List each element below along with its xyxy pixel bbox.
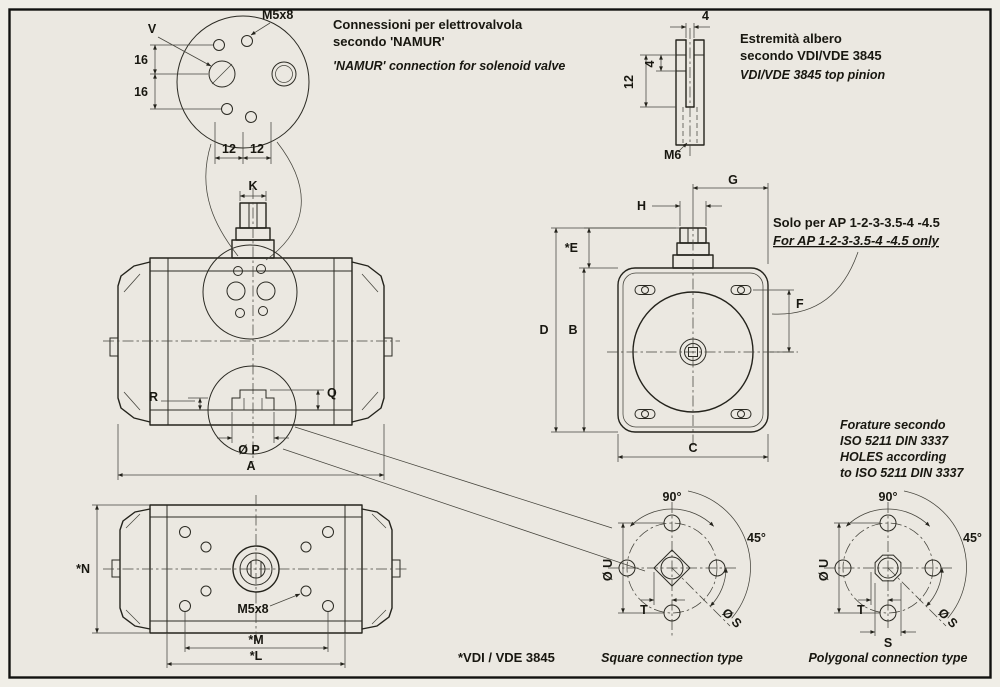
drawing-border bbox=[8, 8, 992, 679]
iso-holes-note: Forature secondo ISO 5211 DIN 3337 HOLES… bbox=[840, 418, 964, 480]
actuator-side-view: K R bbox=[103, 179, 400, 480]
actuator-top-view: M5x8 *N *M *L bbox=[76, 495, 408, 668]
side-view-body bbox=[149, 257, 353, 426]
ap-note-en: For AP 1-2-3-3.5-4 -4.5 only bbox=[773, 233, 940, 248]
namur-connection-note: Connessioni per elettrovalvola secondo '… bbox=[333, 17, 565, 73]
namur-title-en: 'NAMUR' connection for solenoid valve bbox=[333, 59, 565, 73]
namur-connection-detail: V M5x8 16 16 12 12 bbox=[134, 8, 310, 164]
dim-label-t-poly: T bbox=[857, 603, 865, 617]
angle-label-45-poly: 45° bbox=[963, 531, 982, 545]
dim-label-q: Q bbox=[327, 386, 337, 400]
dim-label-4-side: 4 bbox=[643, 60, 657, 67]
dim-label-r: R bbox=[149, 390, 158, 404]
holes-note-3: HOLES according bbox=[840, 450, 947, 464]
namur-title-it-1: Connessioni per elettrovalvola bbox=[333, 17, 523, 32]
namur-title-it-2: secondo 'NAMUR' bbox=[333, 34, 445, 49]
shaft-title-en: VDI/VDE 3845 top pinion bbox=[740, 68, 886, 82]
dim-label-f: F bbox=[796, 297, 804, 311]
polygonal-connection-caption: Polygonal connection type bbox=[808, 651, 967, 665]
dim-label-12-shaft: 12 bbox=[622, 75, 636, 89]
angle-label-45-square: 45° bbox=[747, 531, 766, 545]
dim-label-g: G bbox=[728, 173, 738, 187]
angle-label-90-square: 90° bbox=[663, 490, 682, 504]
dim-label-k: K bbox=[248, 179, 257, 193]
dim-label-p: Ø P bbox=[238, 443, 260, 457]
dim-label-a: A bbox=[246, 459, 255, 473]
dim-label-16a: 16 bbox=[134, 53, 148, 67]
dim-label-12a: 12 bbox=[222, 142, 236, 156]
dim-label-l: *L bbox=[250, 649, 263, 663]
dim-label-m6: M6 bbox=[664, 148, 681, 162]
ap-note: Solo per AP 1-2-3-3.5-4 -4.5 For AP 1-2-… bbox=[773, 215, 940, 248]
holes-note-2: ISO 5211 DIN 3337 bbox=[840, 434, 949, 448]
dim-label-12b: 12 bbox=[250, 142, 264, 156]
dim-label-m5x8-namur: M5x8 bbox=[262, 8, 293, 22]
detail-callout-curves bbox=[205, 141, 302, 261]
polygonal-connection-detail: 90° 45° Ø U T Ø S S Polygonal connection… bbox=[808, 490, 981, 665]
dim-label-m5x8-top: M5x8 bbox=[237, 602, 268, 616]
square-connection-caption: Square connection type bbox=[601, 651, 743, 665]
dim-label-n: *N bbox=[76, 562, 90, 576]
shaft-end-detail: 4 12 4 M6 bbox=[622, 9, 710, 162]
dim-label-t-square: T bbox=[640, 603, 648, 617]
vdi-footnote: *VDI / VDE 3845 bbox=[458, 650, 555, 665]
shaft-title-it-1: Estremità albero bbox=[740, 31, 842, 46]
dim-label-e: *E bbox=[565, 241, 578, 255]
holes-note-4: to ISO 5211 DIN 3337 bbox=[840, 466, 964, 480]
dim-label-m: *M bbox=[248, 633, 263, 647]
shaft-title-it-2: secondo VDI/VDE 3845 bbox=[740, 48, 882, 63]
dim-label-s-poly: S bbox=[884, 636, 892, 650]
dim-label-d: D bbox=[539, 323, 548, 337]
dim-label-b: B bbox=[568, 323, 577, 337]
dim-label-c: C bbox=[688, 441, 697, 455]
angle-label-90-poly: 90° bbox=[879, 490, 898, 504]
dim-label-h: H bbox=[637, 199, 646, 213]
actuator-end-view: G H *E D B F C bbox=[539, 173, 859, 462]
dim-label-v: V bbox=[148, 22, 157, 36]
dim-label-u-poly: Ø U bbox=[817, 559, 831, 581]
projection-lines bbox=[282, 426, 646, 572]
holes-note-1: Forature secondo bbox=[840, 418, 946, 432]
square-connection-detail: 90° 45° Ø U T Ø S Square connection type bbox=[601, 490, 766, 665]
dim-label-16b: 16 bbox=[134, 85, 148, 99]
ap-note-it: Solo per AP 1-2-3-3.5-4 -4.5 bbox=[773, 215, 940, 230]
dim-label-4-top: 4 bbox=[702, 9, 709, 23]
shaft-end-note: Estremità albero secondo VDI/VDE 3845 VD… bbox=[740, 31, 886, 82]
dim-label-u-square: Ø U bbox=[601, 559, 615, 581]
